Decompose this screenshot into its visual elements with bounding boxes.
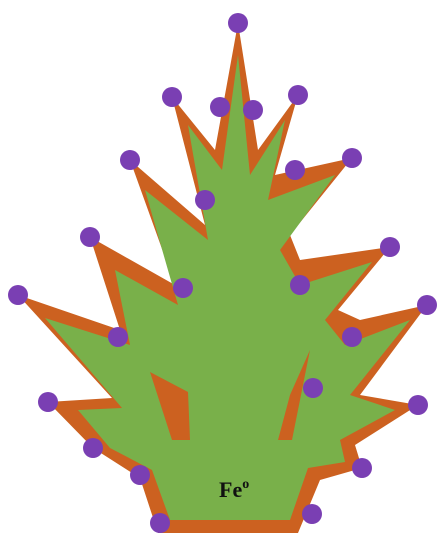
particle-dot — [80, 227, 100, 247]
core-label-text: Fe — [219, 477, 242, 502]
particle-dot — [380, 237, 400, 257]
particle-dot — [173, 278, 193, 298]
particle-dot — [417, 295, 437, 315]
particle-dot — [210, 97, 230, 117]
particle-dot — [130, 465, 150, 485]
particle-dot — [38, 392, 58, 412]
particle-dot — [162, 87, 182, 107]
particle-dot — [302, 504, 322, 524]
particle-dot — [352, 458, 372, 478]
particle-dot — [303, 378, 323, 398]
particle-dot — [8, 285, 28, 305]
particle-dot — [342, 148, 362, 168]
particle-dot — [228, 13, 248, 33]
particle-dot — [342, 327, 362, 347]
particle-dot — [120, 150, 140, 170]
core-label-superscript: o — [242, 477, 249, 492]
particle-dot — [150, 513, 170, 533]
particle-dot — [195, 190, 215, 210]
particle-dot — [285, 160, 305, 180]
particle-dot — [288, 85, 308, 105]
particle-dot — [83, 438, 103, 458]
particle-dot — [108, 327, 128, 347]
particle-dot — [243, 100, 263, 120]
particle-dot — [408, 395, 428, 415]
particle-dot — [290, 275, 310, 295]
